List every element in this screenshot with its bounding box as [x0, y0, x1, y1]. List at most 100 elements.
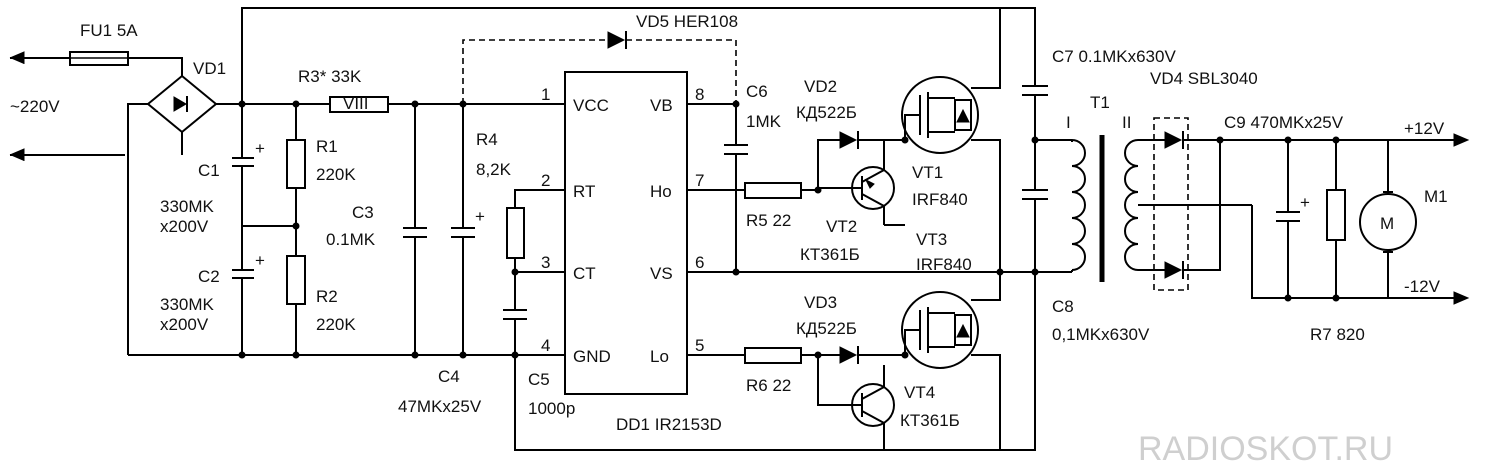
- pin-vb: VB: [650, 96, 673, 115]
- cap-c7-c8: [1022, 85, 1072, 310]
- label-pin3: 3: [541, 253, 550, 272]
- label-pin7: 7: [695, 171, 704, 190]
- label-r4-val: 8,2K: [476, 160, 512, 179]
- pin-gnd: GND: [573, 347, 611, 366]
- cap-c9: [1276, 140, 1300, 298]
- label-m1: M1: [1424, 187, 1448, 206]
- label-vt3-type: IRF840: [916, 255, 972, 274]
- label-c7: C7 0.1MKx630V: [1052, 47, 1176, 66]
- c4-plus: +: [475, 207, 485, 226]
- label-vd2: VD2: [804, 77, 837, 96]
- label-pin6: 6: [695, 253, 704, 272]
- label-r2: R2: [316, 287, 338, 306]
- mosfet-vt3: [901, 272, 1001, 450]
- bridge-vd1: [127, 74, 242, 355]
- label-vd5: VD5 HER108: [636, 12, 738, 31]
- label-vt3: VT3: [916, 230, 947, 249]
- motor-m1: [1359, 140, 1417, 298]
- pin-vcc: VCC: [573, 96, 609, 115]
- label-r7: R7 820: [1310, 325, 1365, 344]
- label-vd3-type: КД522Б: [796, 319, 857, 338]
- mosfet-vt1: [901, 8, 1001, 272]
- motor-m-symbol: M: [1380, 214, 1394, 233]
- label-c4-val: 47MKx25V: [398, 397, 482, 416]
- label-c1-val2: x200V: [160, 217, 209, 236]
- label-r3: R3* 33K: [298, 67, 362, 86]
- label-vt2: VT2: [826, 217, 857, 236]
- label-c5: C5: [528, 370, 550, 389]
- resistor-r3: [329, 96, 389, 113]
- label-r6: R6 22: [746, 376, 791, 395]
- label-c3-val: 0.1MK: [326, 230, 376, 249]
- negative-rail: [1251, 205, 1460, 299]
- label-vd3: VD3: [804, 293, 837, 312]
- label-vd2-type: КД522Б: [796, 103, 857, 122]
- diode-vd4: [1153, 117, 1460, 291]
- label-pin4: 4: [541, 336, 550, 355]
- label-plus12: +12V: [1404, 119, 1445, 138]
- label-c5-val: 1000p: [528, 399, 575, 418]
- cap-c4: [451, 104, 475, 355]
- label-vt4: VT4: [904, 383, 935, 402]
- label-vt4-type: КТ361Б: [900, 411, 960, 430]
- label-r2-val: 220K: [316, 315, 356, 334]
- label-r1: R1: [316, 137, 338, 156]
- pin-vs: VS: [650, 264, 673, 283]
- cap-c3: [403, 104, 427, 355]
- cap-c1-c2: [232, 104, 296, 355]
- label-t1-primary: I: [1066, 113, 1071, 132]
- bottom-return: [514, 310, 1036, 451]
- cap-c6: [687, 103, 748, 272]
- c9-plus: +: [1300, 193, 1310, 212]
- label-r4: R4: [476, 130, 498, 149]
- label-dd1: DD1 IR2153D: [616, 415, 722, 434]
- label-fu1: FU1 5A: [80, 21, 138, 40]
- output-arrows: [1453, 133, 1470, 305]
- resistor-r7: [1326, 140, 1346, 298]
- label-c2: C2: [198, 267, 220, 286]
- label-mains: ~220V: [10, 97, 60, 116]
- label-r3-body: VIII: [343, 94, 369, 113]
- label-pin5: 5: [695, 336, 704, 355]
- res-r1-r2: [286, 104, 306, 355]
- transformer-t1: [1035, 135, 1252, 282]
- label-r5: R5 22: [746, 211, 791, 230]
- pin-ho: Ho: [650, 182, 672, 201]
- label-vt1: VT1: [912, 163, 943, 182]
- c1-plus: +: [255, 139, 265, 158]
- c2-plus: +: [255, 251, 265, 270]
- mains-input: [9, 51, 125, 161]
- label-c4: C4: [438, 367, 460, 386]
- label-c1: C1: [198, 161, 220, 180]
- pin-lo: Lo: [650, 347, 669, 366]
- label-vd4: VD4 SBL3040: [1150, 69, 1258, 88]
- label-c1-val1: 330MK: [160, 197, 215, 216]
- lo-driver: [687, 329, 920, 450]
- label-c9: C9 470MKx25V: [1224, 113, 1344, 132]
- chip-dd1: [564, 71, 688, 395]
- label-c6-val: 1MK: [746, 112, 782, 131]
- label-pin2: 2: [541, 171, 550, 190]
- pin-rt: RT: [573, 182, 595, 201]
- label-c8: C8: [1052, 297, 1074, 316]
- label-vd1: VD1: [193, 59, 226, 78]
- label-vt2-type: КТ361Б: [800, 245, 860, 264]
- diode-vd5: [462, 31, 737, 104]
- label-minus12: -12V: [1404, 277, 1441, 296]
- label-vt1-type: IRF840: [912, 190, 968, 209]
- pin-ct: CT: [573, 264, 596, 283]
- label-c8-val: 0,1MKx630V: [1052, 325, 1150, 344]
- label-t1: T1: [1090, 93, 1110, 112]
- ho-driver: [687, 131, 905, 226]
- label-pin1: 1: [541, 85, 550, 104]
- label-c6: C6: [746, 82, 768, 101]
- timing-network: [503, 103, 565, 356]
- label-c3: C3: [352, 203, 374, 222]
- label-c2-val1: 330MK: [160, 295, 215, 314]
- label-t1-secondary: II: [1122, 113, 1131, 132]
- junction-dots: [238, 100, 1340, 359]
- label-r1-val: 220K: [316, 165, 356, 184]
- label-pin8: 8: [695, 85, 704, 104]
